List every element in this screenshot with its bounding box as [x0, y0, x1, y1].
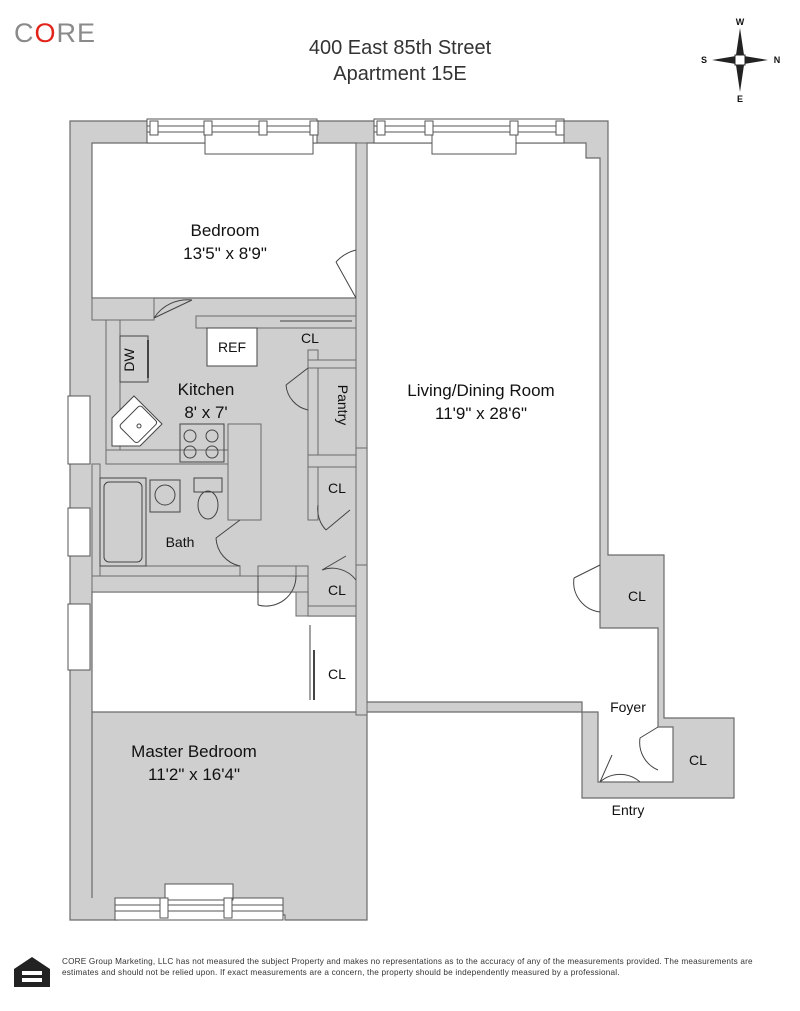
ref-label: REF	[218, 339, 246, 355]
dw-label: DW	[121, 348, 137, 372]
living-name: Living/Dining Room	[407, 381, 554, 400]
closet-label: CL	[328, 666, 346, 682]
master-name: Master Bedroom	[131, 742, 257, 761]
fixtures	[99, 249, 659, 783]
master-size: 11'2" x 16'4"	[148, 765, 240, 784]
disclaimer-text: CORE Group Marketing, LLC has not measur…	[62, 957, 753, 977]
windows	[67, 118, 565, 921]
walls	[69, 120, 735, 921]
foyer-label: Foyer	[610, 699, 646, 715]
svg-text:E: E	[737, 94, 743, 104]
closet-label: CL	[328, 582, 346, 598]
living-size: 11'9" x 28'6"	[435, 404, 527, 423]
bath-label: Bath	[166, 534, 195, 550]
closet-label: CL	[301, 330, 319, 346]
bedroom-size: 13'5" x 8'9"	[183, 244, 267, 263]
kitchen-name: Kitchen	[178, 380, 235, 399]
svg-text:N: N	[774, 55, 781, 65]
entry-label: Entry	[612, 802, 645, 818]
closet-label: CL	[628, 588, 646, 604]
equal-housing-icon	[14, 957, 50, 987]
room-labels: Bedroom 13'5" x 8'9" REF CL DW Kitchen 8…	[121, 221, 707, 818]
compass-icon: W S N E	[701, 17, 780, 104]
svg-text:W: W	[736, 17, 745, 27]
address-title: 400 East 85th Street	[308, 37, 492, 59]
core-logo: CORE	[14, 18, 97, 48]
svg-text:S: S	[701, 55, 707, 65]
pantry-label: Pantry	[335, 385, 351, 425]
closet-label: CL	[689, 752, 707, 768]
kitchen-size: 8' x 7'	[184, 403, 227, 422]
bedroom-name: Bedroom	[191, 221, 260, 240]
unit-title: Apartment 15E	[333, 63, 467, 85]
closet-label: CL	[328, 480, 346, 496]
